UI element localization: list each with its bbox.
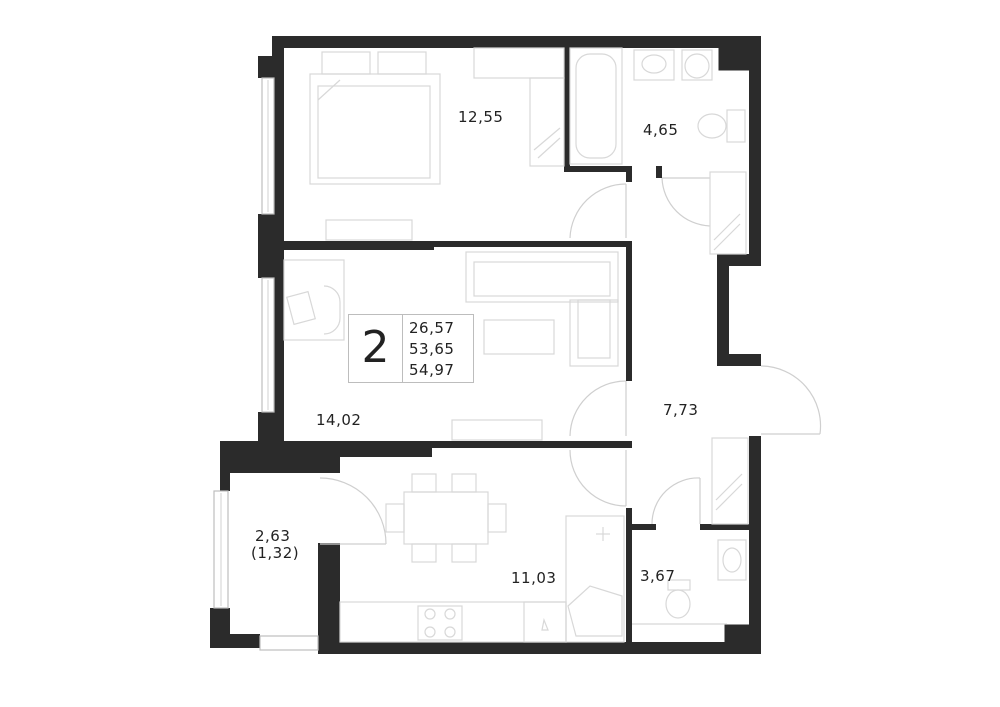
room-area-bathroom: 4,65 [643,121,679,139]
apartment-info-box: 2 26,57 53,65 54,97 [348,314,474,383]
total-area-with-balcony: 54,97 [409,361,455,379]
room-count: 2 [361,322,390,373]
windows [213,77,319,651]
doors [319,177,822,545]
room-area-balcony: 2,63 [255,527,291,545]
room-area-living-room: 14,02 [316,411,362,429]
info-divider [402,315,403,382]
room-area-bedroom: 12,55 [458,108,504,126]
room-area-toilet: 3,67 [640,567,676,585]
living-area: 26,57 [409,319,455,337]
furniture [283,47,749,643]
room-area-balcony-reduced: (1,32) [251,544,300,562]
walls [210,36,761,654]
room-area-kitchen: 11,03 [511,569,557,587]
room-area-hallway: 7,73 [663,401,699,419]
total-area: 53,65 [409,340,455,358]
